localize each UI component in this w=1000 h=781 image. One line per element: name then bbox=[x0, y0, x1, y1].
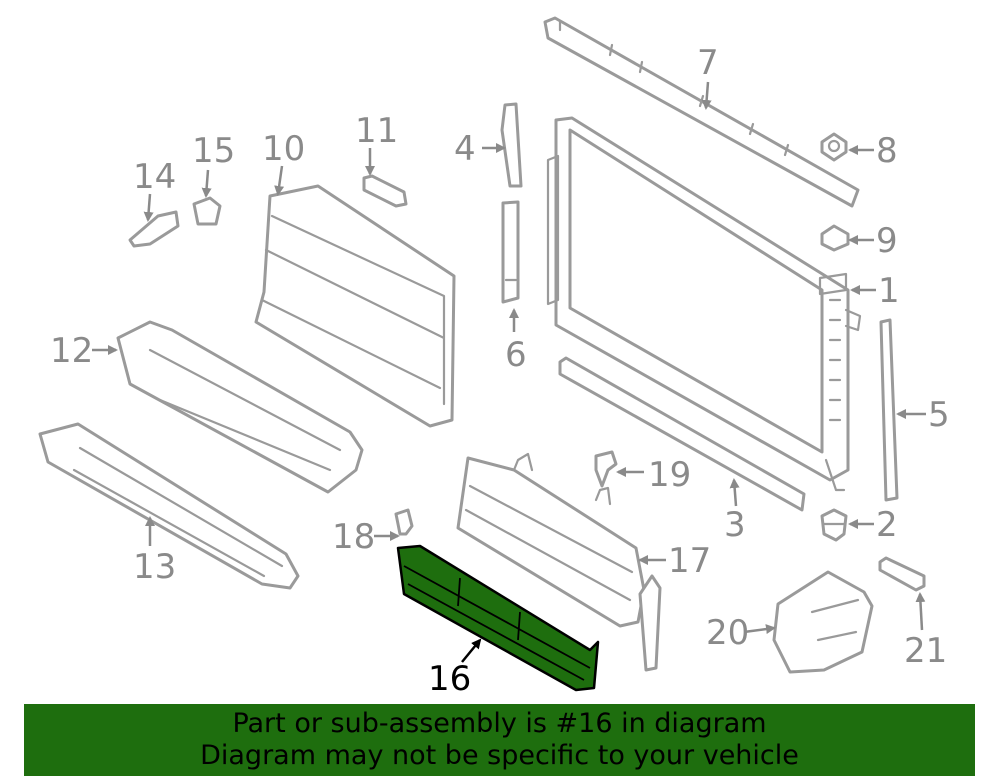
part-17-air-guide[interactable] bbox=[456, 452, 662, 672]
part-6-bracket[interactable] bbox=[501, 200, 520, 304]
callout-10[interactable]: 10 bbox=[262, 129, 305, 169]
callout-5[interactable]: 5 bbox=[928, 395, 950, 435]
part-13-lower-deflector[interactable] bbox=[38, 422, 300, 590]
callout-2[interactable]: 2 bbox=[876, 505, 898, 545]
part-4-bracket[interactable] bbox=[500, 102, 523, 188]
part-2-mount[interactable] bbox=[820, 508, 848, 542]
callout-1[interactable]: 1 bbox=[878, 271, 900, 311]
callout-labels: 1 2 3 4 5 6 7 8 9 10 11 12 13 14 15 16 1… bbox=[50, 43, 950, 699]
callout-11[interactable]: 11 bbox=[355, 111, 398, 151]
part-8-nut[interactable] bbox=[820, 132, 848, 162]
callout-12[interactable]: 12 bbox=[50, 331, 93, 371]
banner-line-1: Part or sub-assembly is #16 in diagram bbox=[232, 708, 767, 739]
part-9-clip[interactable] bbox=[820, 224, 850, 252]
callout-18[interactable]: 18 bbox=[332, 517, 375, 557]
part-1-radiator[interactable] bbox=[546, 116, 862, 492]
info-banner: Part or sub-assembly is #16 in diagram D… bbox=[24, 704, 975, 776]
callout-20[interactable]: 20 bbox=[706, 613, 749, 653]
part-19-bolt[interactable] bbox=[594, 450, 618, 488]
callout-4[interactable]: 4 bbox=[454, 129, 476, 169]
callout-7[interactable]: 7 bbox=[697, 43, 719, 83]
callout-9[interactable]: 9 bbox=[876, 221, 898, 261]
part-5-side-seal[interactable] bbox=[879, 318, 899, 502]
banner-line-2: Diagram may not be specific to your vehi… bbox=[200, 740, 799, 771]
callout-6[interactable]: 6 bbox=[505, 335, 527, 375]
callout-16[interactable]: 16 bbox=[428, 659, 471, 699]
callout-13[interactable]: 13 bbox=[133, 547, 176, 587]
part-10-air-guide[interactable] bbox=[254, 184, 456, 428]
part-12-deflector[interactable] bbox=[116, 320, 364, 494]
part-11-clip[interactable] bbox=[362, 174, 408, 208]
part-7-upper-seal[interactable] bbox=[543, 16, 860, 208]
part-15-clip[interactable] bbox=[192, 196, 222, 226]
leader-lines bbox=[92, 81, 926, 663]
part-21-bracket[interactable] bbox=[878, 556, 926, 592]
callout-3[interactable]: 3 bbox=[724, 505, 746, 545]
part-20-shield[interactable] bbox=[772, 570, 874, 674]
part-14-bracket[interactable] bbox=[128, 210, 180, 248]
callout-14[interactable]: 14 bbox=[133, 157, 176, 197]
callout-19[interactable]: 19 bbox=[648, 455, 691, 495]
parts-diagram: 1 2 3 4 5 6 7 8 9 10 11 12 13 14 15 16 1… bbox=[38, 16, 950, 699]
part-16-lower-support[interactable] bbox=[396, 544, 600, 692]
part-18-bolt[interactable] bbox=[394, 508, 414, 536]
part-3-lower-seal[interactable] bbox=[558, 356, 806, 512]
callout-15[interactable]: 15 bbox=[192, 131, 235, 171]
callout-8[interactable]: 8 bbox=[876, 131, 898, 171]
callout-21[interactable]: 21 bbox=[904, 631, 947, 671]
callout-17[interactable]: 17 bbox=[668, 541, 711, 581]
